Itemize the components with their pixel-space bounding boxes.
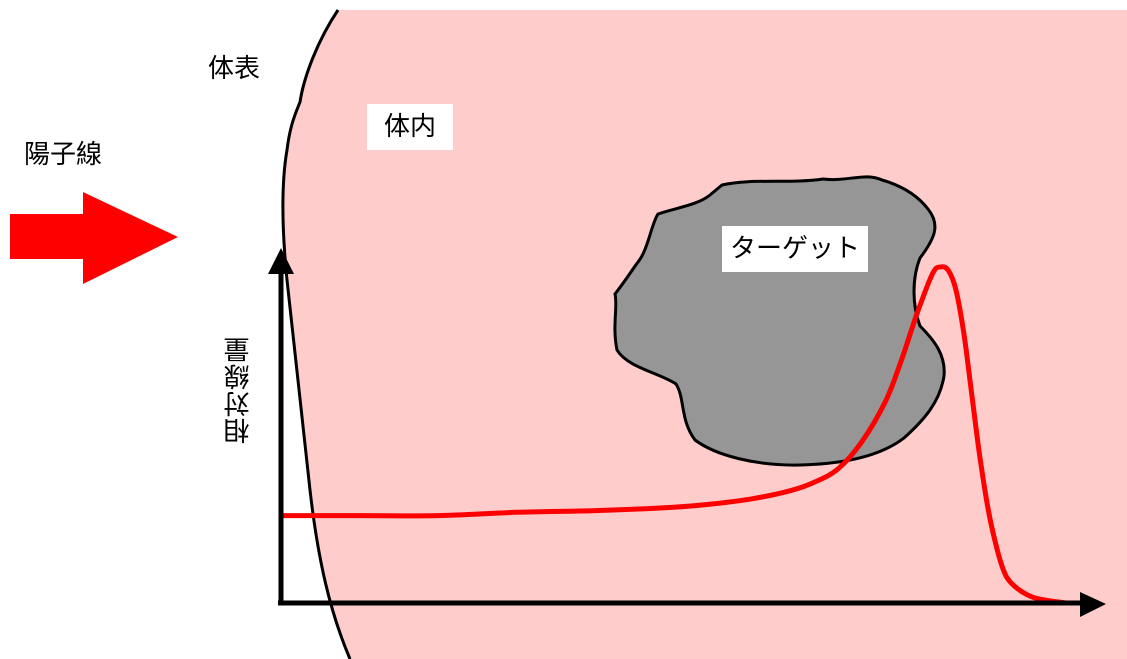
proton-beam-arrow — [10, 192, 178, 284]
proton-beam-label: 陽子線 — [24, 140, 103, 170]
target-label: ターゲット — [722, 226, 868, 272]
dose-curve — [278, 264, 1069, 606]
body-inside-text: 体内 — [383, 112, 436, 142]
body-inside-label: 体内 — [367, 104, 453, 150]
y-axis-arrowhead — [268, 248, 294, 274]
target-text: ターゲット — [729, 234, 860, 264]
dose-plot — [278, 264, 1069, 606]
y-axis-label: 相対線量 — [224, 336, 254, 444]
x-axis-arrowhead — [1080, 592, 1106, 617]
body-surface-label: 体表 — [208, 54, 261, 84]
